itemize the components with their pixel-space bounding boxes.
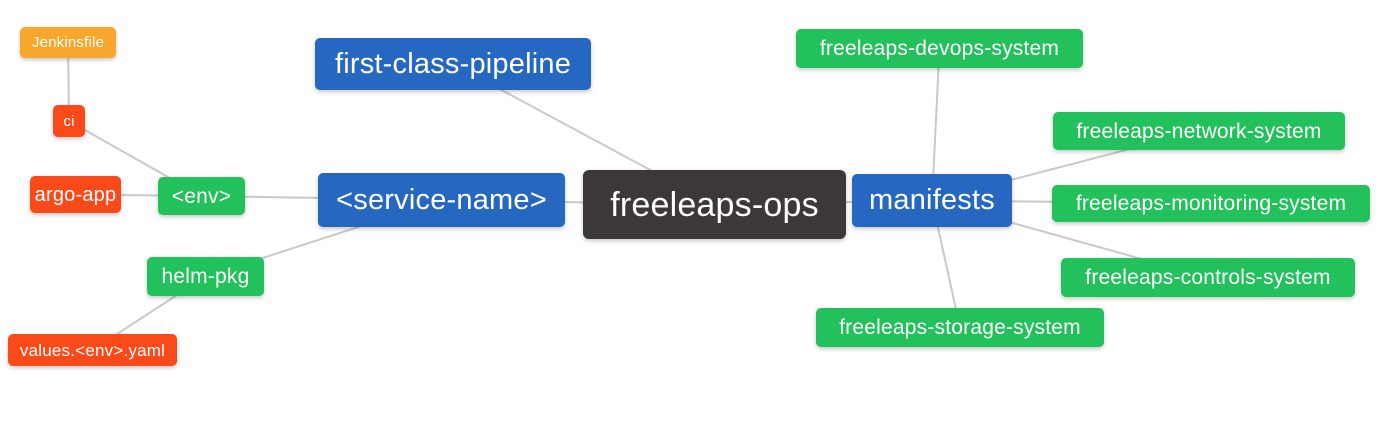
node-freeleaps-ops[interactable]: freeleaps-ops [583,170,846,239]
node-service-name[interactable]: <service-name> [318,173,565,227]
node-values-env-yaml[interactable]: values.<env>.yaml [8,334,177,366]
node-env[interactable]: <env> [158,177,245,215]
node-freeleaps-devops-system[interactable]: freeleaps-devops-system [796,29,1083,68]
node-helm-pkg[interactable]: helm-pkg [147,257,264,296]
node-first-class-pipeline[interactable]: first-class-pipeline [315,38,591,90]
node-argo-app[interactable]: argo-app [30,176,121,213]
node-freeleaps-network-system[interactable]: freeleaps-network-system [1053,112,1345,150]
node-freeleaps-storage-system[interactable]: freeleaps-storage-system [816,308,1104,347]
node-freeleaps-controls-system[interactable]: freeleaps-controls-system [1061,258,1355,297]
node-jenkinsfile[interactable]: Jenkinsfile [20,27,116,58]
node-ci[interactable]: ci [53,105,85,137]
node-manifests[interactable]: manifests [852,174,1012,227]
node-freeleaps-monitoring-system[interactable]: freeleaps-monitoring-system [1052,185,1370,222]
